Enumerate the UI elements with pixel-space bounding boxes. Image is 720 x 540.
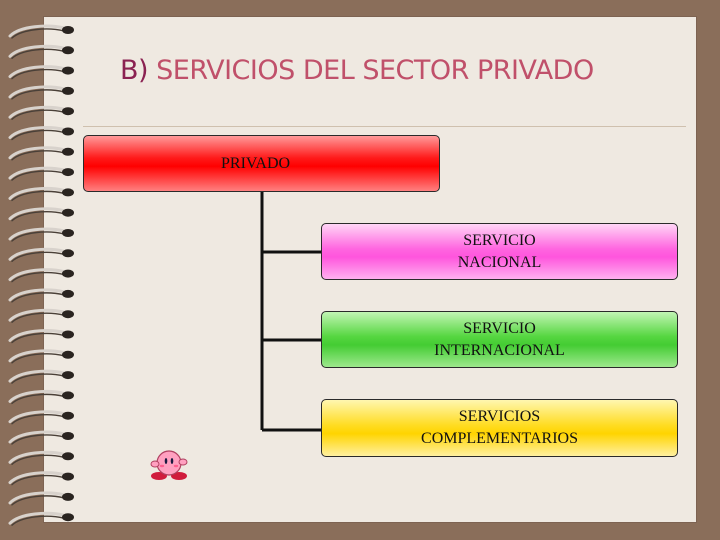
spiral-hole bbox=[62, 269, 74, 278]
spiral-ring-shadow bbox=[11, 48, 65, 59]
spiral-ring-shadow bbox=[11, 495, 65, 506]
spiral-hole bbox=[62, 208, 74, 217]
node-servicio-internacional: SERVICIO INTERNACIONAL bbox=[321, 311, 678, 368]
node-nacional-line2: NACIONAL bbox=[457, 253, 542, 271]
spiral-hole bbox=[62, 147, 74, 156]
spiral-hole bbox=[62, 229, 74, 237]
spiral-ring-shadow bbox=[11, 170, 65, 181]
spiral-ring bbox=[8, 511, 66, 525]
spiral-hole bbox=[62, 350, 74, 359]
spiral-binding-icon bbox=[8, 24, 74, 526]
spiral-hole bbox=[62, 391, 74, 400]
spiral-hole bbox=[62, 46, 74, 55]
spiral-ring bbox=[8, 166, 66, 180]
node-nacional-line1: SERVICIO bbox=[463, 231, 536, 249]
node-internacional-line1: SERVICIO bbox=[463, 319, 536, 337]
spiral-ring bbox=[8, 450, 66, 464]
spiral-ring bbox=[8, 349, 66, 363]
spiral-ring bbox=[8, 105, 66, 119]
spiral-ring bbox=[8, 187, 66, 200]
spiral-ring-shadow bbox=[11, 454, 65, 465]
spiral-hole bbox=[62, 168, 74, 177]
spiral-ring bbox=[8, 430, 66, 444]
spiral-ring-shadow bbox=[11, 393, 65, 405]
slide-title: B) SERVICIOS DEL SECTOR PRIVADO bbox=[120, 55, 680, 95]
title-prefix: B) bbox=[120, 55, 149, 86]
title-divider bbox=[83, 126, 686, 127]
node-servicio-nacional: SERVICIO NACIONAL bbox=[321, 223, 678, 280]
spiral-hole bbox=[62, 26, 74, 34]
spiral-ring-shadow bbox=[11, 332, 65, 344]
spiral-ring-shadow bbox=[11, 434, 65, 445]
spiral-hole bbox=[62, 66, 74, 75]
node-internacional-line2: INTERNACIONAL bbox=[434, 341, 565, 359]
node-complementarios-line1: SERVICIOS bbox=[458, 408, 541, 425]
node-complementarios-line2: COMPLEMENTARIOS bbox=[421, 430, 578, 447]
spiral-ring bbox=[8, 369, 66, 383]
spiral-hole bbox=[62, 188, 74, 197]
spiral-ring-shadow bbox=[11, 292, 65, 303]
spiral-ring-shadow bbox=[11, 231, 65, 242]
node-privado-label: PRIVADO bbox=[221, 155, 291, 172]
spiral-ring bbox=[8, 44, 66, 58]
spiral-ring-shadow bbox=[11, 474, 65, 486]
spiral-hole bbox=[62, 432, 74, 440]
spiral-ring-shadow bbox=[11, 312, 65, 323]
spiral-ring bbox=[8, 65, 66, 79]
node-servicios-complementarios: SERVICIOS COMPLEMENTARIOS bbox=[321, 399, 678, 457]
spiral-ring-shadow bbox=[11, 89, 65, 100]
spiral-ring-shadow bbox=[11, 414, 65, 425]
spiral-ring bbox=[8, 390, 66, 403]
spiral-hole bbox=[62, 371, 74, 380]
spiral-ring bbox=[8, 227, 66, 241]
spiral-hole bbox=[62, 330, 74, 339]
spiral-hole bbox=[62, 513, 74, 522]
spiral-ring-shadow bbox=[11, 150, 65, 161]
kirby-icon bbox=[150, 450, 188, 480]
spiral-ring-shadow bbox=[11, 190, 65, 202]
spiral-ring bbox=[8, 410, 66, 424]
spiral-ring bbox=[8, 85, 66, 99]
spiral-ring bbox=[8, 146, 66, 160]
spiral-ring bbox=[8, 329, 66, 342]
spiral-hole bbox=[62, 472, 74, 481]
spiral-ring bbox=[8, 247, 66, 261]
spiral-ring bbox=[8, 24, 66, 38]
spiral-hole bbox=[62, 492, 74, 501]
spiral-ring bbox=[8, 126, 66, 139]
spiral-ring bbox=[8, 491, 66, 505]
spiral-hole bbox=[62, 310, 74, 319]
spiral-ring-shadow bbox=[11, 109, 65, 120]
spiral-hole bbox=[62, 86, 74, 95]
spiral-ring-shadow bbox=[11, 28, 65, 39]
spiral-hole bbox=[62, 127, 74, 136]
spiral-ring-shadow bbox=[11, 129, 65, 141]
spiral-ring-shadow bbox=[11, 68, 65, 80]
spiral-hole bbox=[62, 107, 74, 116]
spiral-ring bbox=[8, 268, 66, 282]
spiral-hole bbox=[62, 289, 74, 298]
spiral-ring-shadow bbox=[11, 211, 65, 222]
title-text: SERVICIOS DEL SECTOR PRIVADO bbox=[148, 55, 594, 86]
spiral-hole bbox=[62, 411, 74, 420]
spiral-ring-shadow bbox=[11, 353, 65, 364]
spiral-ring bbox=[8, 471, 66, 485]
spiral-hole bbox=[62, 452, 74, 461]
spiral-ring-shadow bbox=[11, 251, 65, 262]
spiral-ring bbox=[8, 288, 66, 302]
spiral-hole bbox=[62, 249, 74, 258]
spiral-ring bbox=[8, 207, 66, 221]
spiral-ring bbox=[8, 308, 66, 322]
node-privado: PRIVADO bbox=[83, 135, 440, 192]
spiral-ring-shadow bbox=[11, 373, 65, 384]
spiral-ring-shadow bbox=[11, 515, 65, 526]
spiral-ring-shadow bbox=[11, 271, 65, 283]
